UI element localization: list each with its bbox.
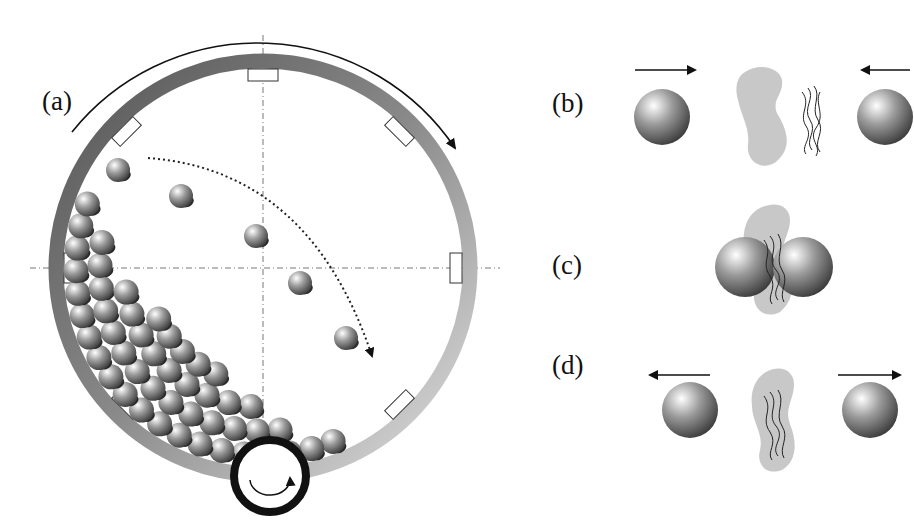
trajectory-arrow (148, 158, 372, 356)
crosshair (30, 35, 500, 505)
grinding-ball (77, 325, 102, 350)
grinding-ball (114, 280, 139, 305)
lifter-bar (112, 117, 142, 147)
drive-wheel (234, 440, 306, 512)
grinding-ball (70, 303, 95, 328)
grinding-ball (146, 306, 171, 331)
mill-drum (56, 61, 470, 475)
grinding-ball (222, 416, 247, 441)
grinding-balls (64, 158, 361, 469)
rotation-arrow (72, 43, 455, 148)
lifter-bar (385, 390, 415, 420)
panel-label: (c) (552, 252, 582, 279)
grinding-ball (288, 271, 312, 295)
panel-b (634, 67, 913, 166)
lifter-bar (450, 253, 462, 283)
grinding-ball (90, 230, 115, 255)
lifter-bar (248, 69, 278, 81)
grinding-ball (101, 320, 126, 345)
grinding-ball (89, 276, 114, 301)
grinding-ball (93, 298, 118, 323)
grinding-ball (88, 253, 113, 278)
grinding-ball (334, 326, 358, 350)
panel-c (715, 204, 833, 314)
grinding-ball (75, 192, 100, 217)
panel-label: (b) (552, 90, 583, 117)
grinding-ball (244, 224, 268, 248)
grinding-ball (68, 213, 93, 238)
panel-d (650, 368, 900, 471)
grinding-ball (119, 302, 144, 327)
grinding-ball (216, 390, 241, 415)
lifters (64, 69, 462, 467)
panel-label: (d) (552, 352, 583, 379)
grinding-ball (238, 394, 263, 419)
lifter-bar (385, 117, 415, 147)
grinding-ball (106, 158, 130, 182)
panel-label: (a) (42, 88, 72, 115)
grinding-ball (169, 184, 193, 208)
drive-arrow (250, 478, 290, 495)
grinding-ball (64, 258, 89, 283)
grinding-ball (321, 429, 346, 454)
grinding-ball (65, 281, 90, 306)
grinding-ball (65, 236, 90, 261)
